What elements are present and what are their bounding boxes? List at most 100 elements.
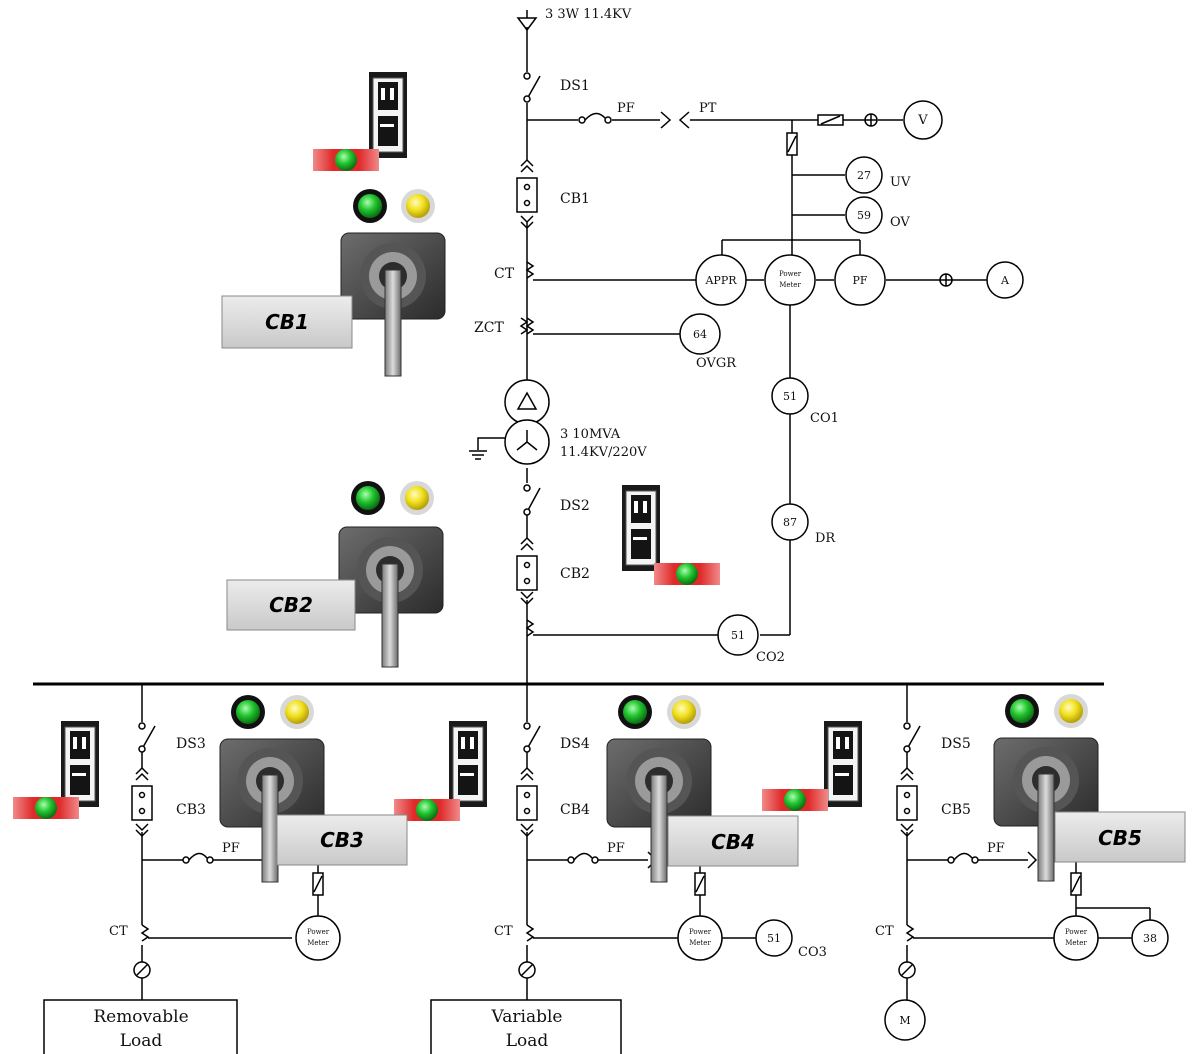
ov-label: OV bbox=[890, 215, 910, 230]
cb5-control-panel: CB5 bbox=[993, 694, 1186, 882]
cb5-breaker-icon[interactable] bbox=[896, 766, 918, 838]
cb2-breaker-icon[interactable] bbox=[516, 536, 538, 606]
svg-text:27: 27 bbox=[857, 169, 871, 182]
cb1-breaker-icon[interactable] bbox=[516, 158, 538, 230]
cb3-position-indicator bbox=[60, 720, 100, 808]
zct-icon bbox=[519, 317, 535, 335]
svg-text:A: A bbox=[1000, 274, 1010, 287]
zct-label: ZCT bbox=[474, 320, 504, 336]
ds3-disconnect-switch-icon[interactable] bbox=[138, 722, 156, 753]
cb1-status-indicator bbox=[313, 149, 379, 171]
cb2-position-indicator bbox=[621, 484, 661, 572]
ovgr-label: OVGR bbox=[696, 356, 737, 371]
svg-text:Removable: Removable bbox=[93, 1007, 188, 1027]
cb2-control-panel: CB2 bbox=[226, 481, 720, 668]
voltmeter-relay-icon: V bbox=[903, 100, 943, 140]
feeder-1: DS3 CB3 PF CT Power Meter bbox=[43, 684, 341, 1054]
pt-transformer-icon bbox=[660, 111, 690, 129]
transformer-spec-2: 11.4KV/220V bbox=[560, 445, 647, 460]
cb4-line-label: CB4 bbox=[560, 802, 590, 818]
svg-text:Load: Load bbox=[506, 1031, 549, 1051]
ct-icon bbox=[905, 924, 915, 942]
co1-relay-icon: 51 bbox=[771, 377, 809, 415]
svg-text:Power: Power bbox=[689, 928, 712, 936]
cb2-line-label: CB2 bbox=[560, 566, 590, 582]
svg-text:Power: Power bbox=[307, 928, 330, 936]
cb2-panel-button[interactable]: CB2 bbox=[226, 579, 356, 631]
feeder2-position-indicator bbox=[448, 720, 488, 808]
co2-relay-icon: 51 bbox=[717, 614, 759, 656]
svg-text:Power: Power bbox=[779, 270, 802, 278]
cb4-breaker-icon[interactable] bbox=[516, 766, 538, 838]
cb4-panel-button[interactable]: CB4 bbox=[667, 815, 799, 867]
cb1-line-label: CB1 bbox=[560, 191, 590, 207]
uv-label: UV bbox=[890, 175, 911, 190]
svg-text:CB2: CB2 bbox=[269, 593, 313, 617]
appr-relay-icon: APPR bbox=[695, 254, 747, 306]
cb2-selector-switch[interactable] bbox=[338, 526, 444, 668]
svg-text:CB3: CB3 bbox=[320, 828, 364, 852]
cb4-position-indicator bbox=[823, 720, 863, 808]
svg-text:51: 51 bbox=[767, 932, 781, 945]
cb4-control-panel: CB4 bbox=[606, 695, 863, 883]
cb5-selector-switch[interactable] bbox=[993, 737, 1099, 882]
svg-text:V: V bbox=[917, 113, 928, 128]
ct-icon bbox=[525, 924, 535, 942]
svg-text:64: 64 bbox=[693, 328, 707, 341]
uv-relay-icon: 27 bbox=[845, 156, 883, 194]
svg-text:CB5: CB5 bbox=[1098, 826, 1142, 850]
svg-text:APPR: APPR bbox=[704, 274, 737, 287]
ct2-icon bbox=[525, 619, 718, 637]
ds1-label: DS1 bbox=[560, 78, 590, 94]
ds5-disconnect-switch-icon[interactable] bbox=[903, 722, 921, 753]
power-meter-icon: Power Meter bbox=[677, 915, 723, 961]
ds2-disconnect-switch-icon[interactable] bbox=[523, 484, 541, 516]
ct-icon bbox=[140, 924, 150, 942]
svg-text:Power: Power bbox=[1065, 928, 1088, 936]
ov-relay-icon: 59 bbox=[845, 196, 883, 234]
ds4-disconnect-switch-icon[interactable] bbox=[523, 722, 541, 753]
cb3-status-indicator bbox=[13, 797, 79, 819]
cb5-panel-button[interactable]: CB5 bbox=[1054, 811, 1186, 863]
cb1-panel-button[interactable]: CB1 bbox=[221, 295, 353, 349]
ammeter-switch-icon bbox=[939, 273, 953, 287]
co2-label: CO2 bbox=[756, 650, 785, 665]
ct-label: CT bbox=[109, 924, 128, 939]
power-meter-icon: Power Meter bbox=[1053, 915, 1099, 961]
pf-label: PF bbox=[617, 101, 635, 116]
svg-text:M: M bbox=[899, 1014, 910, 1027]
ds1-disconnect-switch-icon[interactable] bbox=[523, 72, 541, 103]
ct-label: CT bbox=[494, 266, 515, 282]
pt-label: PT bbox=[699, 101, 717, 116]
ds5-label: DS5 bbox=[941, 736, 971, 752]
svg-text:Load: Load bbox=[120, 1031, 163, 1051]
cb4-selector-switch[interactable] bbox=[606, 738, 712, 883]
cb3-selector-switch[interactable] bbox=[219, 738, 325, 883]
load-breaker-icon bbox=[518, 961, 536, 979]
relay-38-icon: 38 bbox=[1131, 919, 1169, 957]
cb1-position-indicator bbox=[368, 71, 408, 159]
cb1-selector-switch[interactable] bbox=[340, 232, 446, 377]
svg-text:Variable: Variable bbox=[491, 1007, 563, 1027]
cb4-status-indicator bbox=[762, 789, 828, 811]
cb3-line-label: CB3 bbox=[176, 802, 206, 818]
dr-relay-icon: 87 bbox=[771, 503, 809, 541]
pt-transformer-icon bbox=[1027, 851, 1038, 869]
load-breaker-icon bbox=[898, 961, 916, 979]
svg-text:CB4: CB4 bbox=[711, 830, 755, 854]
feeder-3: DS5 CB5 PF CT Power Meter 38 bbox=[875, 684, 1169, 1041]
cb3-breaker-icon[interactable] bbox=[131, 766, 153, 838]
resistor-icon bbox=[786, 113, 878, 156]
pf-relay-icon: PF bbox=[834, 254, 886, 306]
cb3-panel-button[interactable]: CB3 bbox=[276, 814, 408, 866]
pf-label: PF bbox=[987, 841, 1005, 856]
ds3-label: DS3 bbox=[176, 736, 206, 752]
cb5-line-label: CB5 bbox=[941, 802, 971, 818]
svg-text:Meter: Meter bbox=[779, 281, 801, 289]
main-transformer-icon bbox=[469, 379, 550, 465]
pf-fuse-icon bbox=[947, 852, 979, 864]
svg-text:87: 87 bbox=[783, 516, 797, 529]
variable-load-box: Variable Load bbox=[430, 999, 622, 1054]
cb2-status-indicator bbox=[654, 563, 720, 585]
